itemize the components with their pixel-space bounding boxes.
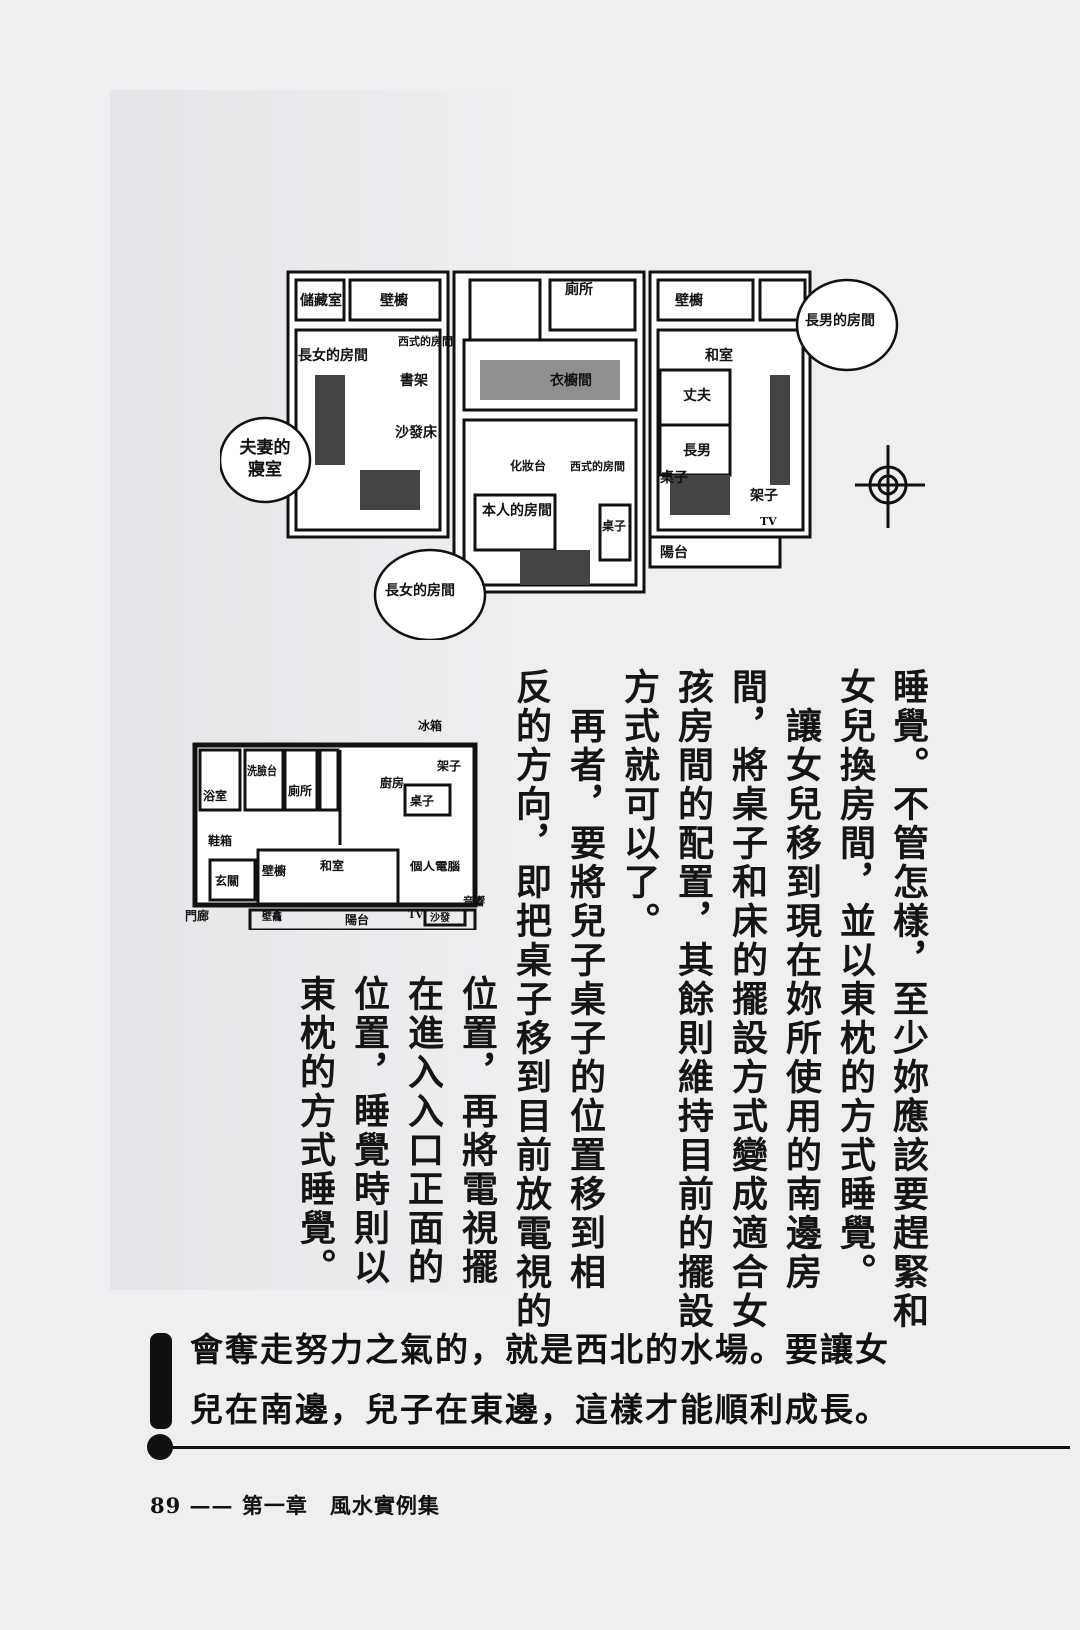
label-fridge: 冰箱 (418, 718, 442, 733)
label-sofa: 沙發 (430, 911, 450, 924)
body-column-8: 反的方向，即把桌子移到目前放電視的 (510, 668, 551, 1331)
body-column-4: 間，將桌子和床的擺設方式變成適合女 (726, 668, 767, 1331)
body-column-10: 在進入入口正面的 (402, 975, 443, 1287)
bubble-couple-bedroom-circle (220, 416, 312, 504)
footer-dash: —— (189, 1493, 234, 1518)
callout-summary: 會奪走努力之氣的，就是西北的水場。要讓女 兒在南邊，兒子在東邊，這樣才能順利成長… (190, 1320, 950, 1440)
label-japanese-room: 和室 (705, 347, 733, 364)
body-column-1: 睡覺。不管怎樣，至少妳應該要趕緊和 (887, 668, 928, 1331)
label-pc: 個人電腦 (409, 859, 460, 873)
label-stereo: 音響 (463, 894, 485, 908)
label-alcove: 壁龕 (262, 910, 283, 923)
body-column-2: 女兒換房間，並以東枕的方式睡覺。 (834, 668, 875, 1292)
label-husband: 丈夫 (683, 387, 712, 404)
body-column-12: 東枕的方式睡覺。 (294, 975, 335, 1287)
label-desk-right: 桌子 (660, 469, 688, 486)
body-column-7: 再者，要將兒子桌子的位置移到相 (564, 668, 605, 1292)
chapter-title: 第一章 風水實例集 (241, 1493, 440, 1518)
label-western-room-1: 西式的房間 (398, 334, 453, 348)
footer-rule-dot (147, 1434, 173, 1460)
callout-line-1: 會奪走努力之氣的，就是西北的水場。要讓女 (190, 1330, 890, 1369)
label-entrance: 玄關 (215, 873, 239, 888)
label-toilet: 廁所 (565, 281, 593, 298)
page-number: 89 (150, 1493, 182, 1518)
label-toilet-bottom: 廁所 (288, 783, 312, 798)
label-wardrobe: 衣櫥間 (550, 372, 592, 389)
body-column-9: 位置，再將電視擺 (456, 975, 497, 1287)
bubble-eldest-son-room: 長男的房間 (805, 312, 875, 329)
label-tv-bottom: TV (408, 910, 423, 921)
label-shelf: 架子 (749, 487, 778, 504)
body-column-3: 讓女兒移到現在妳所使用的南邊房 (780, 668, 821, 1292)
label-balcony: 陽台 (660, 544, 688, 561)
body-column-5: 孩房間的配置，其餘則維持目前的擺設 (672, 668, 713, 1331)
label-porch: 門廊 (185, 908, 209, 923)
house-floor-plan-3d: 儲藏室 壁櫥 廁所 壁櫥 長女的房間 西式的房間 書架 沙發床 衣櫥間 和室 丈… (220, 270, 925, 640)
bubble-eldest-daughter-room: 長女的房間 (385, 582, 455, 599)
label-closet: 壁櫥 (262, 863, 286, 878)
label-own-room: 本人的房間 (482, 502, 552, 519)
label-closet-right: 壁櫥 (675, 292, 703, 309)
label-japanese-room-bottom: 和室 (319, 858, 344, 873)
label-kitchen: 廚房 (380, 775, 404, 790)
label-table: 桌子 (409, 793, 434, 808)
label-closet-left: 壁櫥 (380, 292, 408, 309)
page-footer: 89 —— 第一章 風水實例集 (150, 1490, 440, 1520)
label-bathroom: 浴室 (203, 788, 227, 803)
label-dresser: 化妝台 (510, 458, 546, 473)
label-western-room-2: 西式的房間 (570, 459, 625, 473)
label-balcony-bottom: 陽台 (345, 912, 369, 927)
label-storage: 儲藏室 (299, 292, 342, 309)
label-bookshelf: 書架 (400, 372, 428, 389)
first-floor-plan: 冰箱 洗臉台 浴室 廁所 架子 廚房 桌子 個人電腦 鞋箱 玄關 壁櫥 和室 門… (185, 718, 485, 930)
compass-icon (855, 445, 925, 528)
label-washbasin: 洗臉台 (247, 763, 277, 778)
body-column-6: 方式就可以了。 (618, 668, 659, 941)
label-shoe-cabinet: 鞋箱 (208, 833, 232, 848)
bubble-couple-bedroom: 夫妻的寢室 (239, 438, 291, 480)
label-desk-center: 桌子 (601, 518, 626, 533)
label-eldest-son: 長男 (683, 443, 711, 459)
label-eldest-daughter-room: 長女的房間 (298, 347, 368, 364)
label-shelf-bottom: 架子 (436, 758, 461, 773)
callout-line-2: 兒在南邊，兒子在東邊，這樣才能順利成長。 (190, 1390, 890, 1429)
callout-bar (150, 1333, 172, 1429)
label-tv: TV (760, 515, 777, 528)
label-sofa-bed: 沙發床 (395, 424, 438, 441)
footer-rule (150, 1446, 1070, 1449)
body-column-11: 位置，睡覺時則以 (348, 975, 389, 1287)
